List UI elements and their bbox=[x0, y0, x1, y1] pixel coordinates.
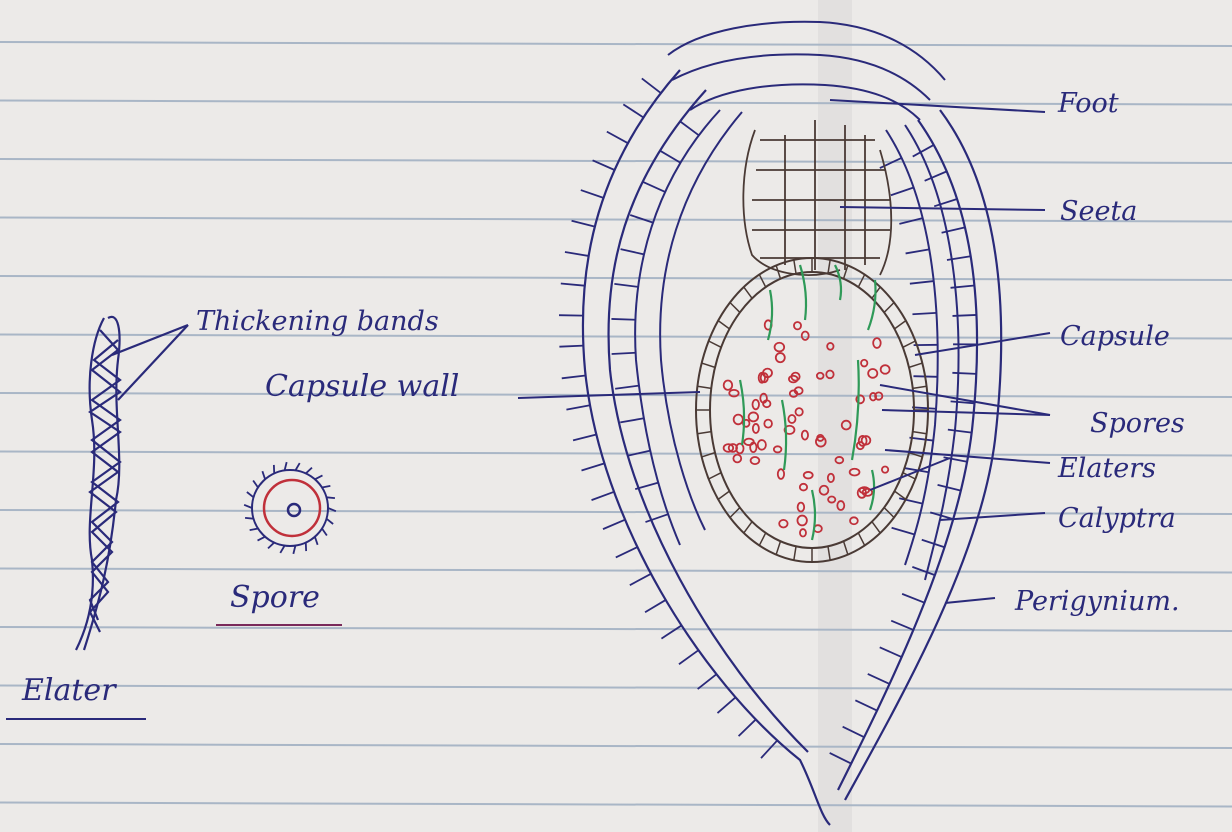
caption-spore-underline bbox=[216, 624, 342, 626]
label-calyptra: Calyptra bbox=[1058, 505, 1176, 532]
caption-elater: Elater bbox=[22, 676, 116, 706]
label-elaters: Elaters bbox=[1058, 455, 1156, 482]
page-fold bbox=[818, 0, 852, 832]
label-perigynium: Perigynium. bbox=[1015, 588, 1180, 615]
label-spores: Spores bbox=[1090, 410, 1185, 437]
label-capsule-wall: Capsule wall bbox=[265, 372, 459, 402]
label-foot: Foot bbox=[1058, 90, 1119, 117]
label-capsule: Capsule bbox=[1060, 323, 1170, 350]
label-seta: Seeta bbox=[1060, 198, 1137, 225]
caption-elater-underline bbox=[6, 718, 146, 720]
label-thickening-bands: Thickening bands bbox=[196, 308, 439, 335]
caption-spore: Spore bbox=[230, 583, 320, 613]
